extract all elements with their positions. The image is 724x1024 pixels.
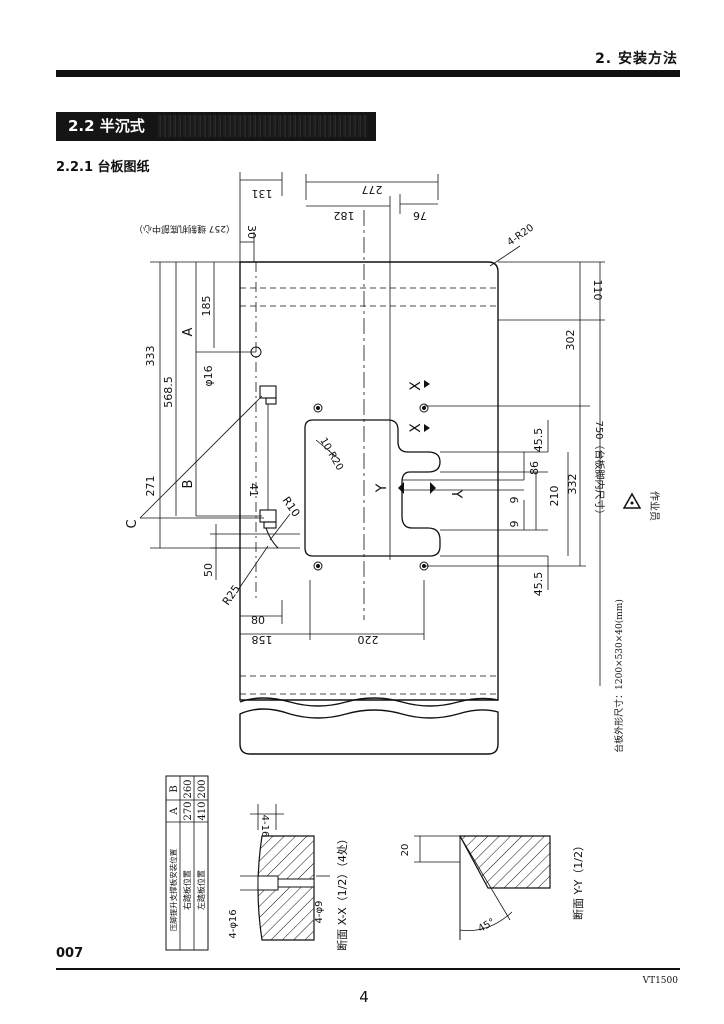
triangle-dot-icon xyxy=(630,501,634,505)
page-number: 4 xyxy=(359,988,369,1006)
subsection-heading: 2.2.1 台板图纸 xyxy=(56,160,150,175)
machine-cutout xyxy=(304,419,441,557)
dim-4-phi9: 4-φ9 xyxy=(314,901,325,924)
dim-110: 110 xyxy=(591,280,604,301)
dim-332: 332 xyxy=(566,474,579,495)
label-b: B xyxy=(181,480,196,489)
note-257: （257 缝制机底部中心） xyxy=(134,223,235,235)
dim-45-5-bottom: 45.5 xyxy=(532,572,545,597)
dim-20: 20 xyxy=(400,844,411,857)
table-header-b: B xyxy=(169,785,180,792)
operator-label: 作业员 xyxy=(648,491,660,521)
dim-80: 80 xyxy=(251,614,265,627)
table-header-position: 压脚提升支撑板安装位置 xyxy=(168,848,178,931)
leg-lines xyxy=(240,287,498,695)
table-row-left-label: 左踏板位置 xyxy=(196,870,206,910)
dim-86: 86 xyxy=(528,461,541,475)
dim-50: 50 xyxy=(202,563,215,577)
table-row-left-b: 200 xyxy=(197,779,208,798)
section-y-y-caption: 断面 Y-Y（1/2） xyxy=(571,840,585,920)
dim-182: 182 xyxy=(334,209,355,222)
dimension-lines xyxy=(139,172,605,686)
radius-10: R10 xyxy=(280,494,303,519)
page-code: 007 xyxy=(56,946,84,961)
section-mark-x-bottom: X xyxy=(408,423,424,433)
dim-4-phi16: 4-φ16 xyxy=(228,909,239,938)
dim-131: 131 xyxy=(252,187,273,200)
section-y-y: 20 45° 断面 Y-Y（1/2） xyxy=(400,835,585,940)
section-mark-x-top: X xyxy=(408,381,424,391)
dim-750: 750（台板脚内尺寸） xyxy=(593,420,606,519)
dim-220: 220 xyxy=(358,633,379,646)
dim-158: 158 xyxy=(252,633,273,646)
dim-302: 302 xyxy=(564,330,577,351)
header-title: 2. 安装方法 xyxy=(595,51,678,67)
dimension-labels: 131 277 182 76 30 （257 缝制机底部中心） 4-R20 11… xyxy=(125,183,606,646)
footer-rule xyxy=(56,968,680,970)
operator-symbol: 作业员 xyxy=(622,491,660,521)
section-heading-label: 2.2 半沉式 xyxy=(68,117,145,135)
label-a: A xyxy=(181,327,196,336)
corner-radius: 4-R20 xyxy=(505,222,536,248)
dim-568-5: 568.5 xyxy=(162,376,175,408)
heading-texture xyxy=(158,115,368,137)
section-heading: 2.2 半沉式 xyxy=(56,112,376,141)
header-rule xyxy=(56,70,680,77)
section-arrows xyxy=(398,380,436,494)
dim-9-a: 9 xyxy=(508,497,521,504)
board-outline xyxy=(239,261,499,755)
dim-277: 277 xyxy=(362,183,383,196)
dim-45-5-top: 45.5 xyxy=(532,428,545,453)
table-row-right-label: 右踏板位置 xyxy=(182,870,192,910)
angle-45: 45° xyxy=(476,917,497,935)
dim-phi16: φ16 xyxy=(202,365,215,386)
dim-210: 210 xyxy=(548,486,561,507)
dim-271: 271 xyxy=(144,476,157,497)
bracket-outlines xyxy=(259,385,279,549)
section-x-x: 4-16 4-φ16 4-φ9 断面 X-X（1/2）（4处） xyxy=(228,804,349,951)
dim-185: 185 xyxy=(200,296,213,317)
section-mark-y-left: Y xyxy=(374,483,390,493)
table-row-right-b: 260 xyxy=(183,779,194,798)
dim-333: 333 xyxy=(144,346,157,367)
label-c: C xyxy=(125,519,140,528)
warning-triangle-icon xyxy=(622,492,642,509)
section-x-x-caption: 断面 X-X（1/2）（4处） xyxy=(335,833,349,951)
dim-30: 30 xyxy=(245,225,258,239)
table-row-left-a: 410 xyxy=(197,801,208,820)
dim-41: 41 xyxy=(247,483,260,497)
dim-4-16: 4-16 xyxy=(259,815,270,838)
section-mark-y-right: Y xyxy=(448,489,464,499)
model-code: VT1500 xyxy=(642,976,678,986)
dim-9-b: 9 xyxy=(508,521,521,528)
dim-76: 76 xyxy=(413,209,427,222)
table-row-right-a: 270 xyxy=(183,801,194,820)
radius-20-inner: 10-R20 xyxy=(317,436,345,473)
bracket-position-table: 压脚提升支撑板安装位置 A B 右踏板位置 270 260 左踏板位置 410 … xyxy=(165,775,209,951)
outer-size-note: 台板外形尺寸：1200×530×40(mm) xyxy=(613,599,625,753)
table-header-a: A xyxy=(169,807,180,816)
